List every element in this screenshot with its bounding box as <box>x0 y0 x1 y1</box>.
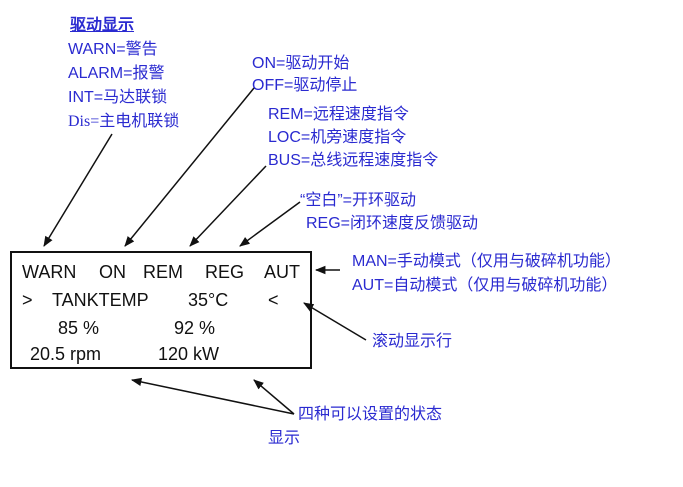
lcd-status-reg: REG <box>205 262 245 282</box>
lcd-row3-left: 85 % <box>58 318 100 338</box>
lcd-row3-right: 92 % <box>174 318 216 338</box>
int-label: INT=马达联锁 <box>68 89 168 106</box>
arrow-to-rem <box>189 165 267 247</box>
alarm-label: ALARM=报警 <box>68 65 165 82</box>
lcd-scroll-name: TANKTEMP <box>52 290 149 310</box>
lcd-status-aut: AUT <box>264 262 300 282</box>
scroll-line-label: 滚动显示行 <box>372 333 453 350</box>
blank-label: “空白”=开环驱动 <box>300 192 417 209</box>
drive-display-title: 驱动显示 <box>70 17 135 34</box>
loc-label: LOC=机旁速度指令 <box>268 129 407 146</box>
settable-label-line2: 显示 <box>268 430 301 447</box>
settable-label-line1: 四种可以设置的状态 <box>298 406 443 423</box>
warn-label: WARN=警告 <box>68 41 158 58</box>
lcd-status-on: ON <box>99 262 126 282</box>
arrow-to-warn <box>43 133 113 247</box>
arrow-to-on <box>124 87 255 247</box>
arrow-to-scroll-line <box>303 302 367 341</box>
dis-label: Dis=主电机联锁 <box>68 113 180 130</box>
lcd-status-rem: REM <box>143 262 183 282</box>
lcd-row4-left: 20.5 rpm <box>30 344 102 364</box>
lcd-status-warn: WARN <box>22 262 77 282</box>
man-label: MAN=手动模式（仅用与破碎机功能） <box>352 253 621 270</box>
reg-label: REG=闭环速度反馈驱动 <box>306 215 479 232</box>
lcd-display: WARN ON REM REG AUT > TANKTEMP 35°C < 85… <box>10 251 312 369</box>
off-label: OFF=驱动停止 <box>252 77 358 94</box>
on-label: ON=驱动开始 <box>252 55 350 72</box>
arrow-to-reg <box>239 201 301 247</box>
arrow-to-row4-left <box>130 377 295 415</box>
aut-label: AUT=自动模式（仅用与破碎机功能） <box>352 277 618 294</box>
arrow-to-row4-right <box>253 379 295 415</box>
lcd-scroll-left-arrow: > <box>22 290 33 310</box>
rem-label: REM=远程速度指令 <box>268 106 409 123</box>
lcd-scroll-right-arrow: < <box>268 290 279 310</box>
lcd-scroll-value: 35°C <box>188 290 229 310</box>
bus-label: BUS=总线远程速度指令 <box>268 152 439 169</box>
lcd-row4-right: 120 kW <box>158 344 220 364</box>
